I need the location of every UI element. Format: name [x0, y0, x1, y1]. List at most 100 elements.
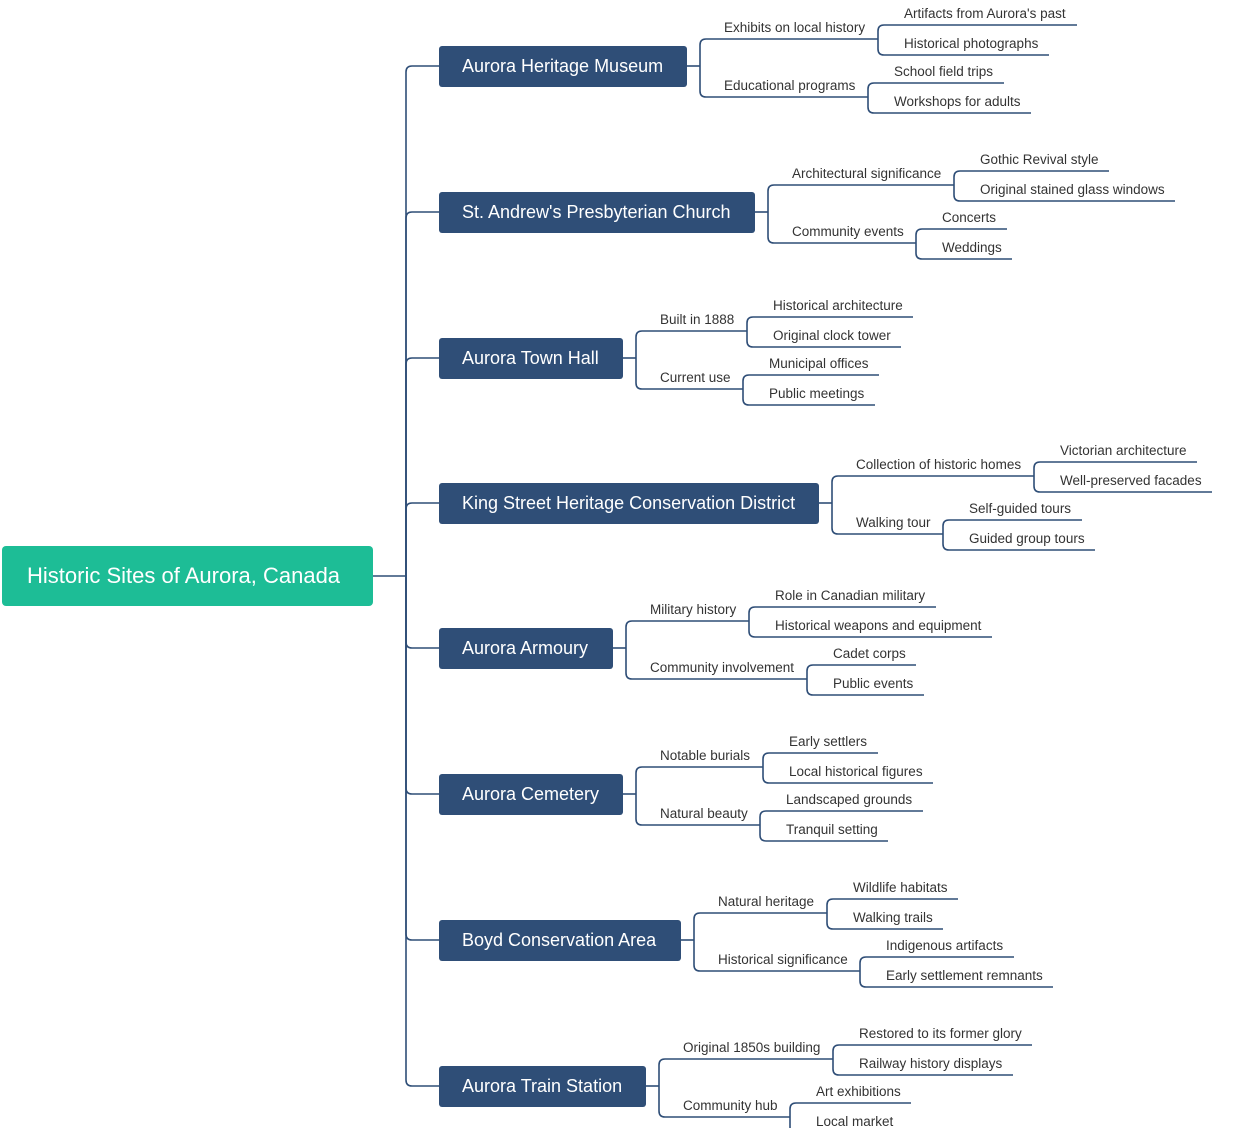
subtopic-label[interactable]: Community events: [792, 224, 904, 239]
subtopic-label[interactable]: Built in 1888: [660, 312, 735, 327]
leaf-label[interactable]: Early settlers: [789, 734, 868, 749]
leaf-label[interactable]: School field trips: [894, 64, 994, 79]
leaf-label[interactable]: Tranquil setting: [786, 822, 878, 837]
leaf-label[interactable]: Original clock tower: [773, 328, 891, 343]
leaf-label[interactable]: Weddings: [942, 240, 1002, 255]
leaf-label[interactable]: Railway history displays: [859, 1056, 1003, 1071]
subtopic-connector: [693, 940, 860, 972]
leaf-label[interactable]: Role in Canadian military: [775, 588, 926, 603]
leaf-label[interactable]: Self-guided tours: [969, 501, 1072, 516]
leaf-connector: [953, 185, 1175, 202]
subtopic-connector: [831, 503, 943, 535]
leaf-label[interactable]: Indigenous artifacts: [886, 938, 1004, 953]
subtopic-label[interactable]: Collection of historic homes: [856, 457, 1022, 472]
leaf-connector: [942, 519, 1082, 534]
leaf-label[interactable]: Municipal offices: [769, 356, 869, 371]
subtopic-label[interactable]: Historical significance: [718, 952, 848, 967]
leaf-connector: [832, 1059, 1013, 1076]
subtopic-connector: [767, 184, 954, 212]
subtopic-label[interactable]: Walking tour: [856, 515, 931, 530]
topic-connector: [405, 211, 439, 576]
leaf-label[interactable]: Local market: [816, 1114, 894, 1129]
subtopic-connector: [625, 620, 749, 648]
leaf-connector: [832, 1044, 1032, 1059]
leaf-connector: [742, 389, 875, 406]
leaf-connector: [806, 679, 924, 696]
subtopic-connector: [693, 912, 827, 940]
topic-node[interactable]: Aurora Heritage Museum: [439, 45, 687, 87]
topic-connector: [405, 502, 439, 576]
leaf-connector: [942, 534, 1095, 551]
leaf-connector: [806, 664, 916, 679]
leaf-label[interactable]: Concerts: [942, 210, 997, 225]
topic-node[interactable]: Boyd Conservation Area: [439, 919, 681, 961]
leaf-connector: [953, 170, 1109, 185]
subtopic-label[interactable]: Original 1850s building: [683, 1040, 821, 1055]
topic-connector: [405, 576, 439, 1087]
leaf-connector: [867, 97, 1031, 114]
leaf-label[interactable]: Artifacts from Aurora's past: [904, 6, 1066, 21]
topic-connector: [405, 357, 439, 576]
leaf-connector: [915, 228, 1007, 243]
topic-node[interactable]: Aurora Cemetery: [439, 773, 623, 815]
subtopic-connector: [831, 475, 1034, 503]
leaf-label[interactable]: Public meetings: [769, 386, 865, 401]
leaf-label[interactable]: Well-preserved facades: [1060, 473, 1202, 488]
subtopic-label[interactable]: Exhibits on local history: [724, 20, 866, 35]
topic-node[interactable]: King Street Heritage Conservation Distri…: [439, 482, 819, 524]
topic-node[interactable]: Aurora Train Station: [439, 1065, 646, 1107]
subtopic-label[interactable]: Military history: [650, 602, 737, 617]
subtopic-label[interactable]: Natural beauty: [660, 806, 748, 821]
subtopic-connector: [658, 1086, 790, 1118]
leaf-label[interactable]: Wildlife habitats: [853, 880, 948, 895]
subtopic-label[interactable]: Community involvement: [650, 660, 795, 675]
leaf-connector: [748, 606, 936, 621]
leaf-label[interactable]: Art exhibitions: [816, 1084, 901, 1099]
leaf-label[interactable]: Restored to its former glory: [859, 1026, 1022, 1041]
leaf-label[interactable]: Local historical figures: [789, 764, 923, 779]
leaf-label[interactable]: Guided group tours: [969, 531, 1085, 546]
topic-node[interactable]: Aurora Armoury: [439, 627, 613, 669]
subtopic-label[interactable]: Notable burials: [660, 748, 751, 763]
subtopic-label[interactable]: Architectural significance: [792, 166, 942, 181]
subtopic-connector: [635, 766, 763, 794]
leaf-connector: [748, 621, 992, 638]
leaf-label[interactable]: Early settlement remnants: [886, 968, 1043, 983]
leaf-connector: [915, 243, 1012, 260]
subtopic-connector: [635, 330, 747, 358]
leaf-connector: [789, 1117, 791, 1128]
subtopic-label[interactable]: Current use: [660, 370, 731, 385]
subtopic-label[interactable]: Natural heritage: [718, 894, 815, 909]
subtopic-connector: [625, 648, 807, 680]
topic-node[interactable]: St. Andrew's Presbyterian Church: [439, 191, 755, 233]
leaf-label[interactable]: Cadet corps: [833, 646, 906, 661]
leaf-label[interactable]: Historical photographs: [904, 36, 1039, 51]
leaf-label[interactable]: Original stained glass windows: [980, 182, 1165, 197]
leaf-connector: [877, 24, 1077, 39]
topic-connector: [405, 576, 439, 795]
leaf-label[interactable]: Victorian architecture: [1060, 443, 1187, 458]
subtopic-connector: [699, 38, 878, 66]
topic-node[interactable]: Aurora Town Hall: [439, 337, 623, 379]
leaf-label[interactable]: Public events: [833, 676, 914, 691]
leaf-connector: [867, 82, 1004, 97]
leaf-label[interactable]: Gothic Revival style: [980, 152, 1099, 167]
subtopic-label[interactable]: Community hub: [683, 1098, 778, 1113]
leaf-connector: [859, 971, 1053, 988]
leaf-label[interactable]: Walking trails: [853, 910, 933, 925]
leaf-label[interactable]: Historical architecture: [773, 298, 903, 313]
leaf-connector: [826, 913, 943, 930]
leaf-connector: [746, 316, 913, 331]
subtopic-label[interactable]: Educational programs: [724, 78, 856, 93]
topic-connector: [405, 65, 439, 576]
subtopic-connector: [635, 358, 743, 390]
root-topic[interactable]: Historic Sites of Aurora, Canada: [2, 546, 373, 606]
leaf-connector: [1033, 461, 1197, 476]
leaf-connector: [1033, 476, 1212, 493]
leaf-connector: [746, 331, 901, 348]
leaf-label[interactable]: Landscaped grounds: [786, 792, 913, 807]
leaf-label[interactable]: Historical weapons and equipment: [775, 618, 982, 633]
leaf-label[interactable]: Workshops for adults: [894, 94, 1021, 109]
